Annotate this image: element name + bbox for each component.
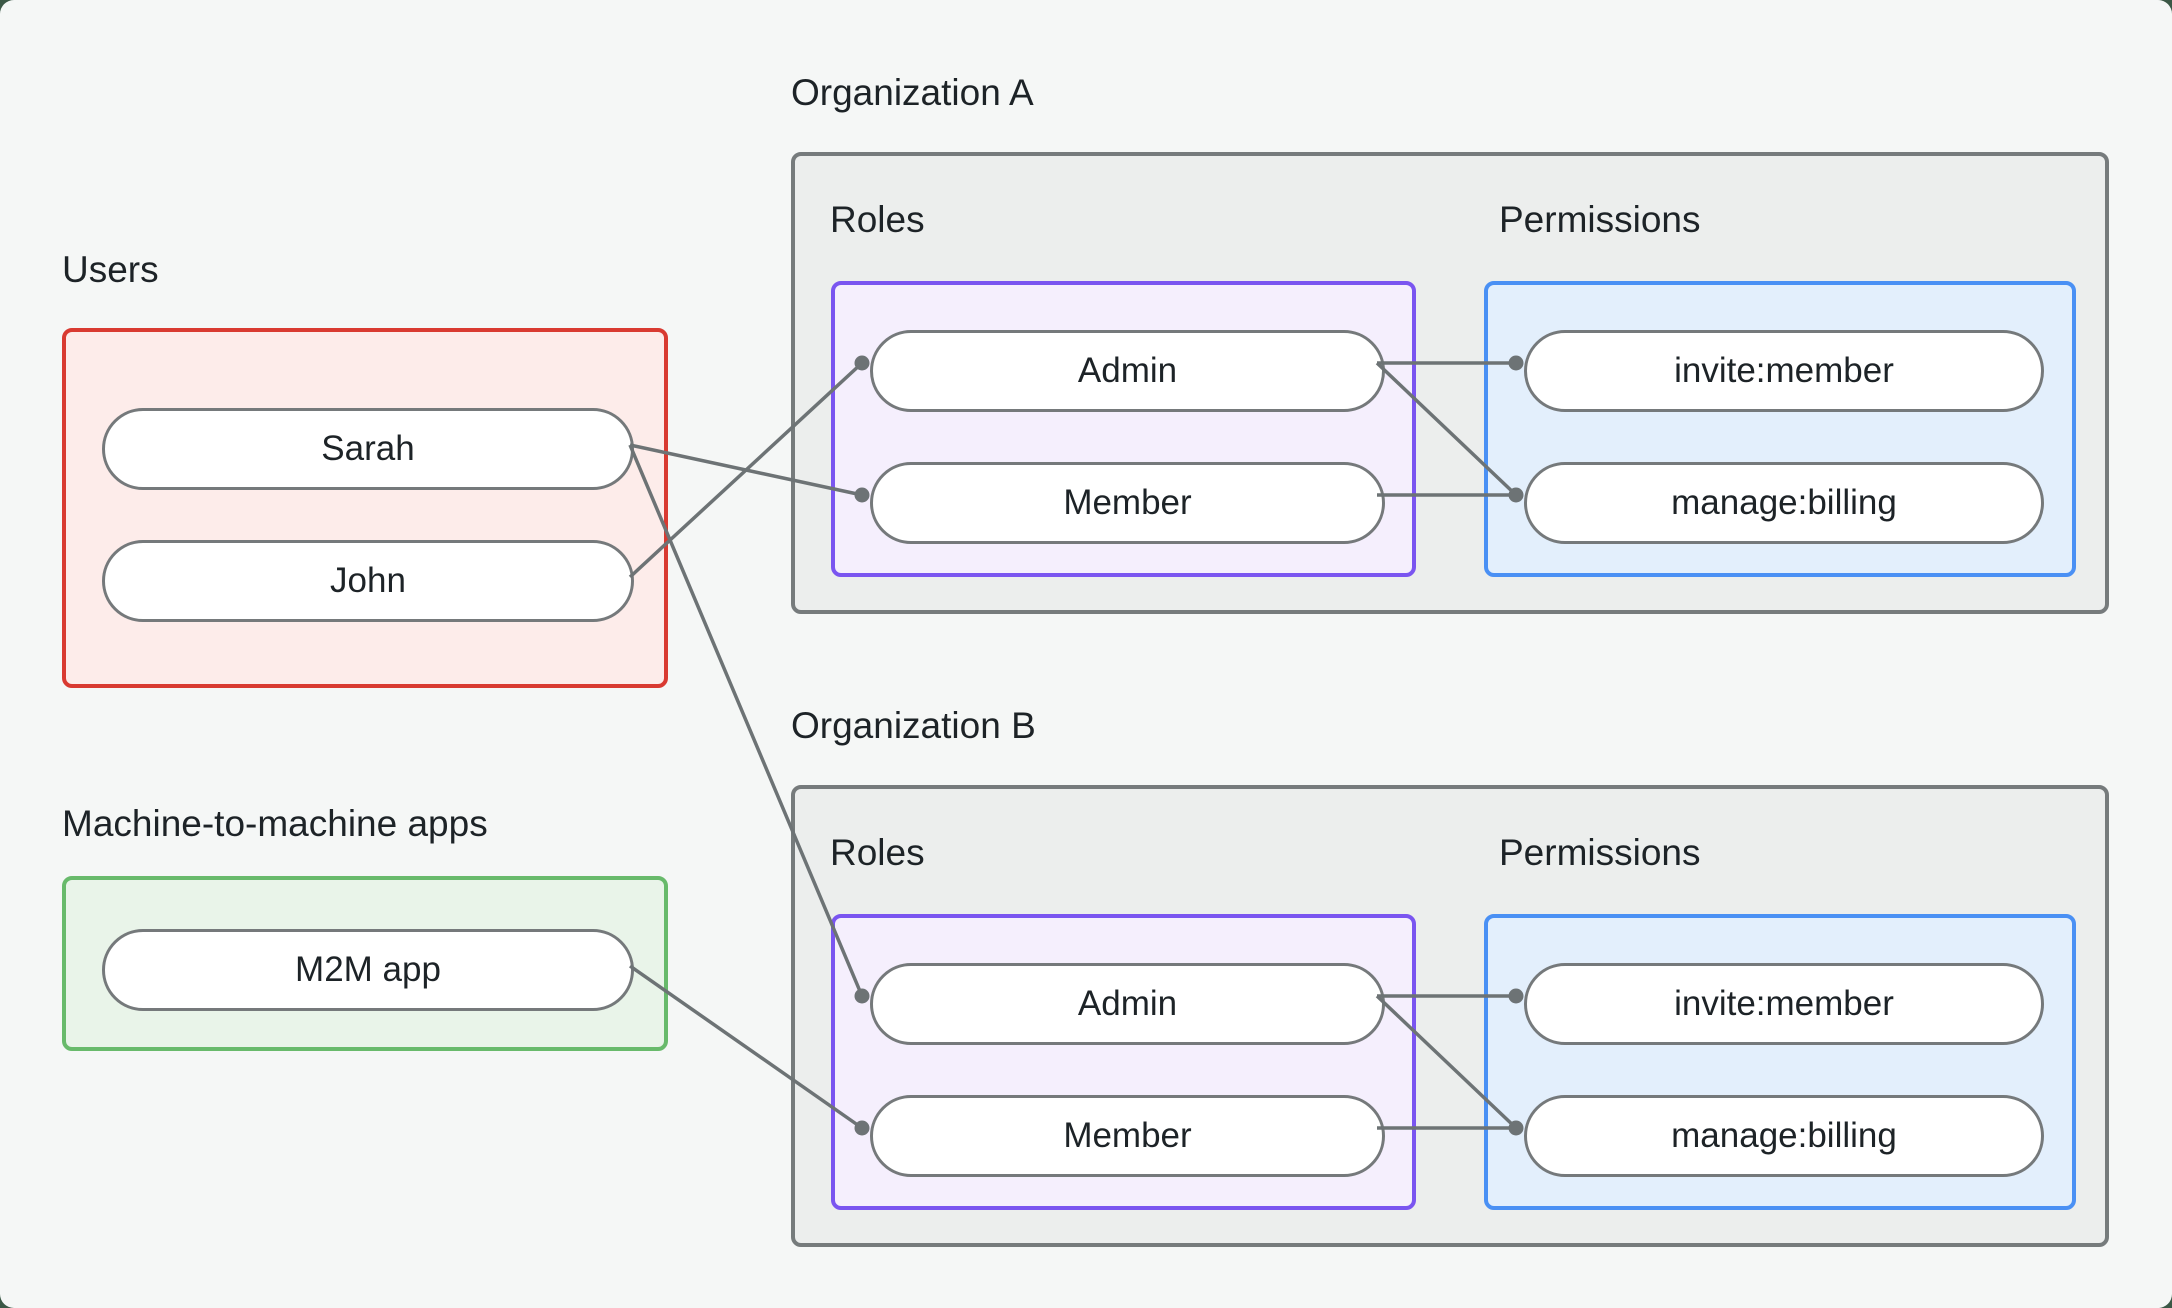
m2m-group-box: M2M app (62, 876, 668, 1051)
m2m-app-node: M2M app (102, 929, 634, 1011)
user-node-john: John (102, 540, 634, 622)
org-b-title: Organization B (791, 705, 1036, 746)
org-b-roles-box: Admin Member (831, 914, 1416, 1210)
role-node-member-b: Member (870, 1095, 1385, 1177)
role-node-member-a: Member (870, 462, 1385, 544)
org-a-title: Organization A (791, 72, 1034, 113)
org-b-roles-label: Roles (830, 832, 925, 873)
org-a-permissions-label: Permissions (1499, 199, 1701, 240)
permission-node-manage-billing-b: manage:billing (1524, 1095, 2044, 1177)
users-group-label: Users (62, 249, 159, 290)
permission-node-manage-billing-a: manage:billing (1524, 462, 2044, 544)
role-node-admin-a: Admin (870, 330, 1385, 412)
org-a-roles-label: Roles (830, 199, 925, 240)
permission-node-invite-member-b: invite:member (1524, 963, 2044, 1045)
user-node-sarah: Sarah (102, 408, 634, 490)
permission-node-invite-member-a: invite:member (1524, 330, 2044, 412)
role-node-admin-b: Admin (870, 963, 1385, 1045)
org-a-roles-box: Admin Member (831, 281, 1416, 577)
org-b-permissions-label: Permissions (1499, 832, 1701, 873)
m2m-group-label: Machine-to-machine apps (62, 803, 488, 844)
org-b-box: Roles Permissions Admin Member invite:me… (791, 785, 2109, 1247)
org-b-permissions-box: invite:member manage:billing (1484, 914, 2076, 1210)
users-group-box: Sarah John (62, 328, 668, 688)
org-a-permissions-box: invite:member manage:billing (1484, 281, 2076, 577)
org-a-box: Roles Permissions Admin Member invite:me… (791, 152, 2109, 614)
